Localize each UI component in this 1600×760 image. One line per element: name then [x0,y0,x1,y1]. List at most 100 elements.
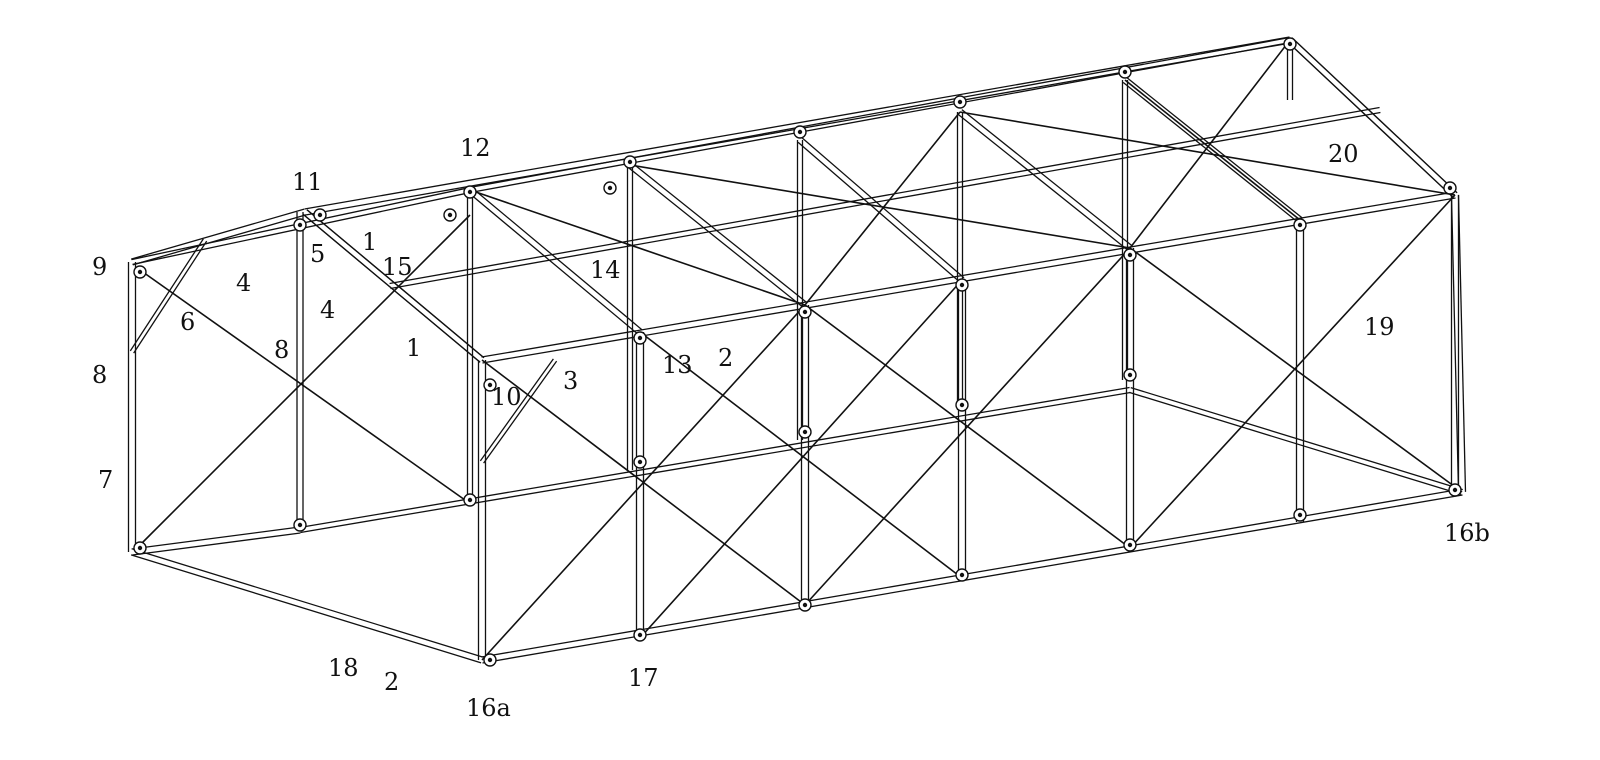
back-eave [470,41,1291,194]
cross-brace [639,279,963,639]
base-tube-left-end [132,548,484,658]
cross-brace [469,189,806,306]
cross-brace [959,111,1456,196]
roof-rafter [1122,81,1299,223]
cross-brace [804,247,1131,606]
roof-purlin [389,106,1380,285]
joint-bolt [297,222,303,228]
callout-20: 20 [1328,140,1359,168]
joint-bolt [1127,542,1133,548]
cross-brace [804,111,961,306]
callout-4-upper: 4 [236,269,251,297]
joint-bolt [447,212,453,218]
callout-16b: 16b [1444,519,1490,547]
joint-bolt [1447,185,1453,191]
joint-bolt [637,335,643,341]
roof-rafter [627,166,804,308]
cross-brace [481,304,806,661]
knee-brace-front [479,358,554,462]
callout-17: 17 [628,664,659,692]
joint-bolt [487,382,493,388]
base-tube-left-end [130,554,482,664]
callout-9: 9 [92,253,107,281]
callout-labels: 11 12 9 5 1 15 14 4 4 6 8 8 1 13 2 3 10 … [92,134,1490,722]
back-base-left [131,526,300,550]
joint-bolt [1127,372,1133,378]
joint-bolt [957,99,963,105]
callout-8-mid: 8 [274,336,289,364]
roof-rafter [957,113,1129,251]
callout-4-lower: 4 [320,296,335,324]
joint-bolt [1452,487,1458,493]
joint-bolt [637,632,643,638]
cross-brace [139,269,466,501]
joint-bolt [802,309,808,315]
callout-14: 14 [590,256,621,284]
joint-bolt [137,545,143,551]
cross-brace [639,331,963,579]
callout-8-left: 8 [92,361,107,389]
callout-13: 13 [662,351,693,379]
joint-bolt [487,657,493,663]
joint-bolt [959,402,965,408]
joint-connectors [133,37,1462,667]
cross-brace [1129,247,1463,493]
callout-16a: 16a [466,694,511,722]
joint-bolt [1297,222,1303,228]
callout-19: 19 [1364,313,1395,341]
corner-post-right [1450,195,1460,493]
callout-7: 7 [98,466,113,494]
roof-rafter [1126,77,1303,219]
base-tube-back [299,386,1130,529]
corner-post-right [1457,194,1467,492]
joint-bolt [1122,69,1128,75]
joint-bolt [317,212,323,218]
joint-bolt [607,185,613,191]
callout-11: 11 [292,168,323,196]
knee-brace-left [133,240,208,354]
joint-bolt [1287,41,1293,47]
eave-tube-front [482,197,1456,364]
callout-15: 15 [382,253,413,281]
joint-bolt [797,129,803,135]
joint-bolt [627,159,633,165]
callout-2-top: 2 [718,344,733,372]
cross-brace [629,164,1131,249]
cross-brace [139,214,471,546]
callout-5: 5 [310,240,325,268]
joint-bolt [1127,252,1133,258]
base-tube-front [481,488,1462,658]
cross-brace [1129,39,1291,249]
cross-brace [1124,79,1301,221]
joint-bolt [137,269,143,275]
base-tube-right-end [1130,386,1463,491]
roof-rafter [467,191,639,335]
base-tube-back [300,391,1131,534]
roof-rafter [306,209,485,359]
joint-bolt [959,572,965,578]
callout-12: 12 [460,134,491,162]
joint-bolt [297,522,303,528]
callout-1-bottom: 1 [406,334,421,362]
joint-bolt [467,189,473,195]
knee-brace-front [483,360,558,464]
gable-rafter-right-end [1287,41,1454,198]
knee-brace-left [129,238,204,352]
callout-6: 6 [180,308,195,336]
joint-bolt [802,602,808,608]
roof-rafter [631,162,808,304]
joint-bolt [637,459,643,465]
roof-purlin [390,111,1381,290]
callout-3: 3 [563,367,578,395]
callout-1-top: 1 [362,228,377,256]
joint-bolt [959,282,965,288]
callout-10: 10 [491,383,522,411]
cross-braces [139,39,1463,661]
base-tube-right-end [1129,391,1462,496]
gable-rafter-left [132,214,307,266]
joint-bolt [1297,512,1303,518]
callout-18: 18 [328,654,359,682]
joint-bolt [467,497,473,503]
eave-tube-front [481,191,1455,358]
